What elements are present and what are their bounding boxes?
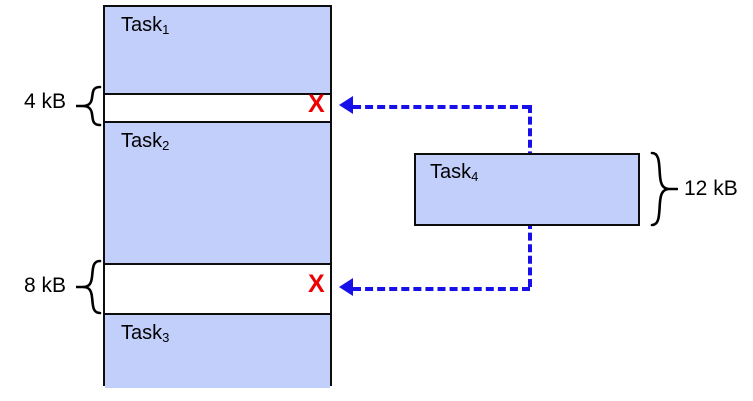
incoming-task4-box: Task4 xyxy=(414,153,640,226)
connector-to-hole-4kb xyxy=(353,105,530,109)
memory-hole-4kb xyxy=(105,95,330,121)
memory-block-task2: Task2 xyxy=(105,121,330,265)
reject-mark-4kb-icon: X xyxy=(308,90,325,118)
memory-block-task2-label: Task2 xyxy=(121,130,170,153)
hole-4kb-size-label: 4 kB xyxy=(23,90,66,113)
memory-hole-8kb xyxy=(105,265,330,313)
task4-size-brace-icon xyxy=(650,151,678,227)
task4-size-label: 12 kB xyxy=(684,177,738,200)
reject-mark-8kb-icon: X xyxy=(308,270,325,298)
connector-arrowhead-8kb-icon xyxy=(339,278,353,296)
memory-block-task3-label: Task3 xyxy=(121,322,170,345)
connector-to-hole-8kb xyxy=(353,287,530,291)
memory-block-task1-label: Task1 xyxy=(121,14,170,37)
hole-4kb-brace-icon xyxy=(76,85,102,127)
memory-block-task3: Task3 xyxy=(105,313,330,388)
hole-8kb-brace-icon xyxy=(76,259,102,315)
incoming-task4-label: Task4 xyxy=(430,161,479,184)
connector-arrowhead-4kb-icon xyxy=(339,96,353,114)
memory-block-task1: Task1 xyxy=(105,7,330,95)
hole-8kb-size-label: 8 kB xyxy=(23,274,66,297)
memory-column: Task1 Task2 Task3 xyxy=(103,5,332,388)
